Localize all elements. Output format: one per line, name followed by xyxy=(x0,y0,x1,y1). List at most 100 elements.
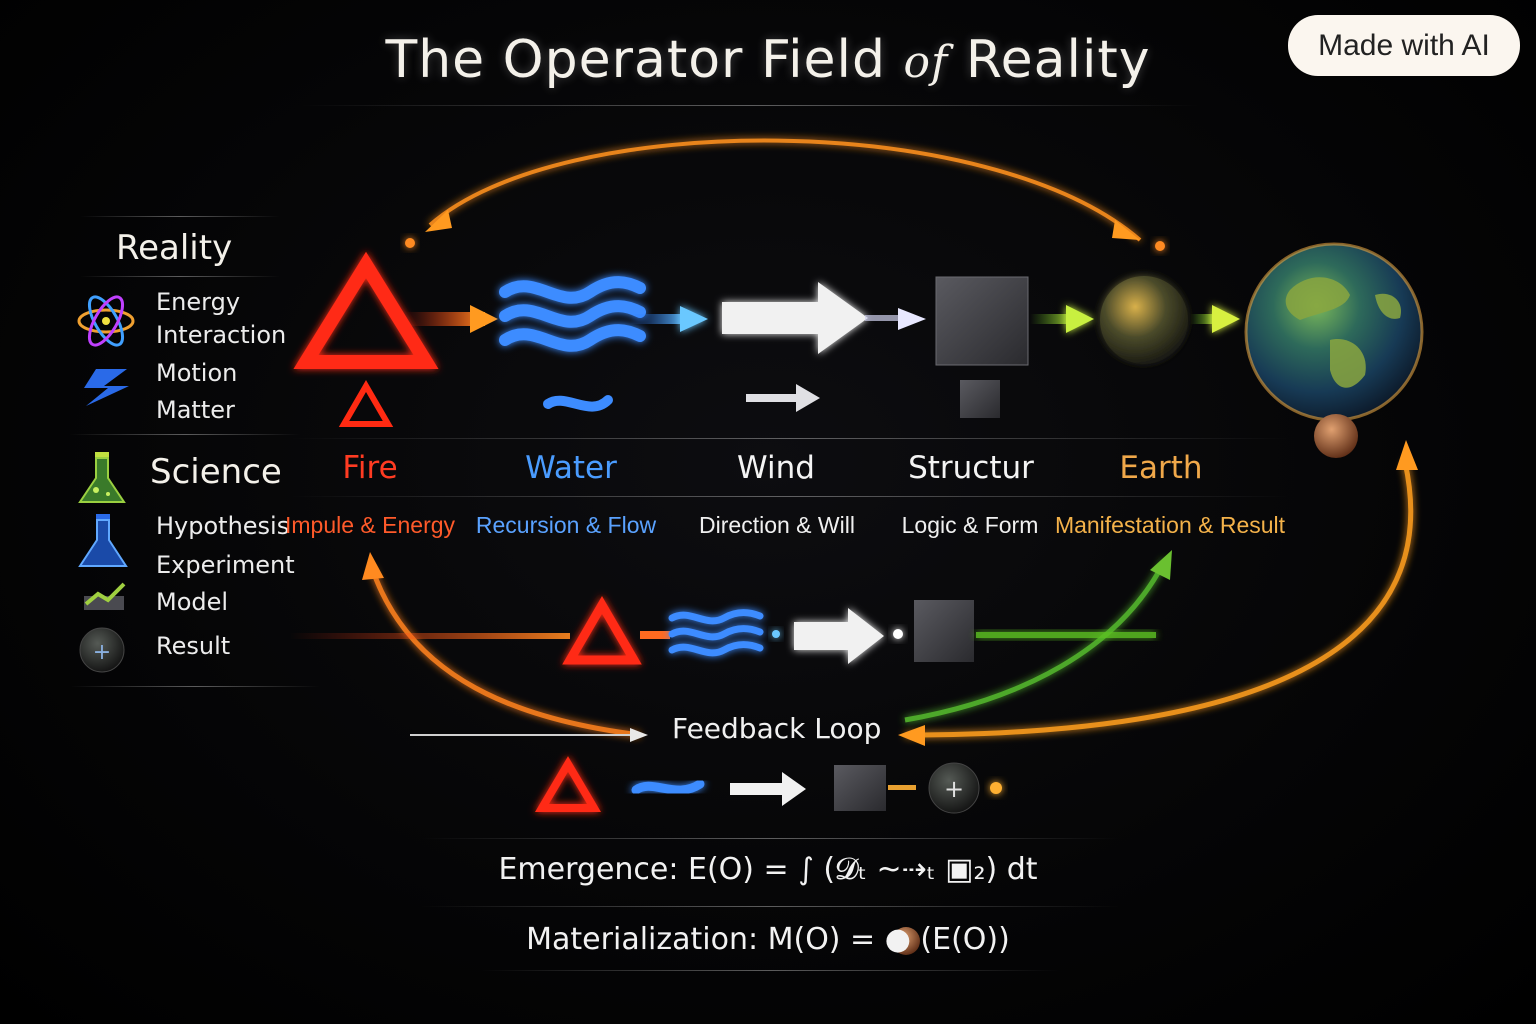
operator-wind-desc: Direction & Will xyxy=(699,512,855,538)
reality-heading: Reality xyxy=(116,228,233,268)
sidebar-divider xyxy=(70,686,320,687)
bottom-ray xyxy=(888,785,916,790)
fire-triangle-icon xyxy=(293,251,439,369)
earth-ray xyxy=(1190,314,1220,324)
arc-spark xyxy=(405,238,415,248)
formula-divider xyxy=(480,970,1060,971)
sidebar-divider xyxy=(80,276,280,277)
reality-item-interaction: Interaction xyxy=(156,321,287,349)
bottom-spark xyxy=(990,782,1002,794)
feedback-line xyxy=(410,734,640,736)
water-arrowhead xyxy=(680,306,708,332)
middle-green-ray xyxy=(976,632,1156,638)
reality-item-motion: Motion xyxy=(156,359,238,387)
green-flask-icon xyxy=(78,452,126,503)
operator-water-title: Water xyxy=(525,450,617,486)
right-loop-arrowhead-left xyxy=(898,725,925,746)
operator-fire-title: Fire xyxy=(342,450,398,486)
bottom-water-tilde-icon xyxy=(631,779,705,795)
operators-top-divider xyxy=(290,438,1290,439)
middle-water-waves-icon xyxy=(668,609,764,657)
wind-arrow-icon xyxy=(722,282,868,354)
blue-flask-icon xyxy=(78,514,128,567)
title-of: of xyxy=(903,37,949,88)
middle-water-spark xyxy=(772,630,780,638)
middle-wind-spark xyxy=(893,629,903,639)
middle-structure-square-icon xyxy=(914,600,974,662)
science-item-result: Result xyxy=(156,632,231,660)
made-with-ai-badge: Made with AI xyxy=(1288,15,1520,76)
middle-fire-ray xyxy=(290,633,570,639)
water-waves-icon xyxy=(499,276,646,352)
earth-arrowhead xyxy=(1212,305,1240,333)
wind-small-arrow-icon xyxy=(746,384,820,412)
lightning-icon xyxy=(84,369,129,406)
structure-small-square-icon xyxy=(960,380,1000,418)
chart-check-icon xyxy=(84,582,126,610)
result-icon xyxy=(79,627,125,673)
sidebar-divider xyxy=(80,216,280,217)
operator-structure-desc: Logic & Form xyxy=(901,512,1039,538)
top-arc-right-arrowhead xyxy=(1112,220,1140,240)
feedback-line-arrowhead xyxy=(630,728,648,742)
wind-arrowhead xyxy=(898,308,926,330)
materialization-formula: Materialization: M(O) = ● (E(O)) xyxy=(526,922,1010,957)
structure-square-icon xyxy=(935,276,1029,366)
green-loop-arc xyxy=(904,558,1168,723)
globe-icon xyxy=(1246,244,1422,420)
middle-fire-ray-2 xyxy=(640,631,670,639)
science-heading: Science xyxy=(150,452,282,492)
green-loop-arrowhead xyxy=(1150,550,1172,580)
emergence-formula: Emergence: E(O) = ∫ (𝓓ₜ ~⇢ₜ ▣₂) dt xyxy=(498,852,1038,887)
top-arc xyxy=(428,138,1142,242)
structure-arrowhead xyxy=(1066,305,1094,333)
middle-wind-arrow-icon xyxy=(794,608,884,664)
water-ray xyxy=(630,314,690,324)
result-orb-icon xyxy=(1314,414,1358,458)
middle-fire-triangle-icon xyxy=(562,596,642,665)
title-divider xyxy=(300,105,1200,106)
operator-earth-desc: Manifestation & Result xyxy=(1054,512,1286,538)
bottom-fire-triangle-icon xyxy=(534,756,602,812)
bottom-structure-square-icon xyxy=(834,765,886,811)
science-item-experiment: Experiment xyxy=(156,551,295,579)
formula-divider xyxy=(420,906,1120,907)
operator-earth-title: Earth xyxy=(1119,450,1203,486)
water-tilde-icon xyxy=(543,395,613,412)
operators-mid-divider xyxy=(290,496,1290,497)
title-end: Reality xyxy=(965,30,1151,90)
top-arc-left-arrowhead xyxy=(425,210,452,232)
formula-divider xyxy=(420,838,1120,839)
bottom-wind-arrow-icon xyxy=(730,772,806,806)
globe-continents xyxy=(1285,277,1401,388)
science-item-hypothesis: Hypothesis xyxy=(156,512,290,540)
title-main: The Operator Field xyxy=(385,30,886,90)
operator-wind-title: Wind xyxy=(737,450,815,486)
left-loop-arrowhead xyxy=(362,552,384,580)
right-loop-arrowhead-up xyxy=(1396,440,1418,470)
science-item-model: Model xyxy=(156,588,229,616)
earth-small-sphere-icon xyxy=(1100,276,1188,364)
plus-glyph: + xyxy=(944,775,964,803)
result-plus-glyph: + xyxy=(93,640,111,665)
fire-small-triangle-icon xyxy=(338,380,394,427)
fire-arrowhead xyxy=(470,305,498,333)
page-title: The Operator Field of Reality xyxy=(0,30,1536,90)
reality-item-matter: Matter xyxy=(156,396,235,424)
feedback-loop-label: Feedback Loop xyxy=(672,712,882,745)
wind-ray xyxy=(865,315,905,321)
structure-ray xyxy=(1030,314,1080,324)
sidebar-divider xyxy=(70,434,300,435)
right-loop-arc xyxy=(904,461,1414,738)
fire-ray xyxy=(405,312,485,326)
bottom-result-orb-icon xyxy=(928,762,980,814)
left-loop-arc xyxy=(369,567,641,738)
reality-item-energy: Energy xyxy=(156,288,241,316)
operator-structure-title: Structur xyxy=(908,450,1034,486)
operator-fire-desc: Impule & Energy xyxy=(284,512,456,538)
atom-icon xyxy=(77,295,135,347)
arc-spark xyxy=(1155,241,1165,251)
materialization-orb-icon xyxy=(892,927,920,955)
operator-water-desc: Recursion & Flow xyxy=(475,512,657,538)
